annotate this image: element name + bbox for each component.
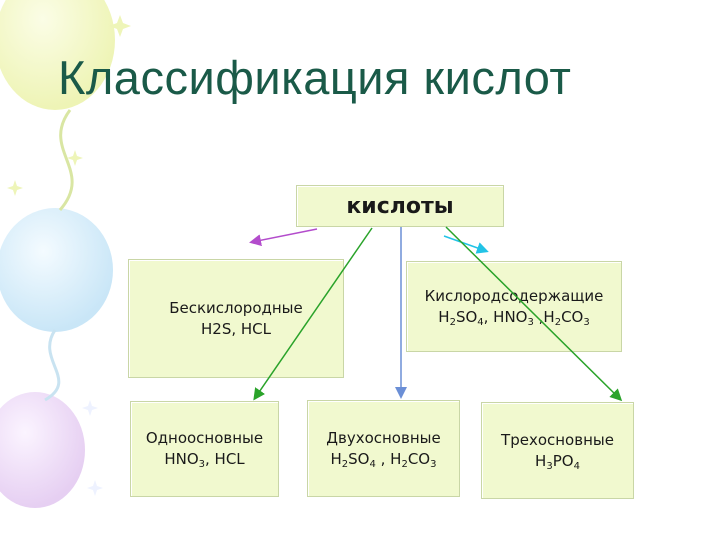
node-formula: H2SO4, HNO3 ,H2CO3 bbox=[438, 307, 589, 328]
root-label: кислоты bbox=[346, 196, 453, 217]
balloon-string-2 bbox=[45, 330, 59, 400]
node-formula: H2SO4 , H2CO3 bbox=[331, 449, 437, 470]
dibasic-node: Двухосновные H2SO4 , H2CO3 bbox=[307, 400, 460, 497]
tribasic-node: Трехосновные H3PO4 bbox=[481, 402, 634, 499]
node-formula: HNO3, HCL bbox=[164, 449, 244, 470]
oxygen-containing-node: Кислородсодержащие H2SO4, HNO3 ,H2CO3 bbox=[406, 261, 622, 352]
balloon-blue bbox=[0, 208, 113, 332]
balloon-purple bbox=[0, 392, 85, 508]
oxygen-free-node: Бескислородные H2S, HCL bbox=[128, 259, 344, 378]
node-formula: H3PO4 bbox=[535, 451, 580, 472]
monobasic-node: Одноосновные HNO3, HCL bbox=[130, 401, 279, 497]
node-title: Трехосновные bbox=[501, 430, 614, 451]
balloon-string-1 bbox=[60, 110, 72, 210]
node-title: Кислородсодержащие bbox=[425, 286, 604, 307]
node-formula: H2S, HCL bbox=[201, 319, 271, 340]
node-title: Двухосновные bbox=[326, 428, 440, 449]
root-node: кислоты bbox=[296, 185, 504, 227]
node-title: Бескислородные bbox=[169, 298, 303, 319]
node-title: Одноосновные bbox=[146, 428, 263, 449]
slide-title: Классификация кислот bbox=[58, 50, 571, 105]
